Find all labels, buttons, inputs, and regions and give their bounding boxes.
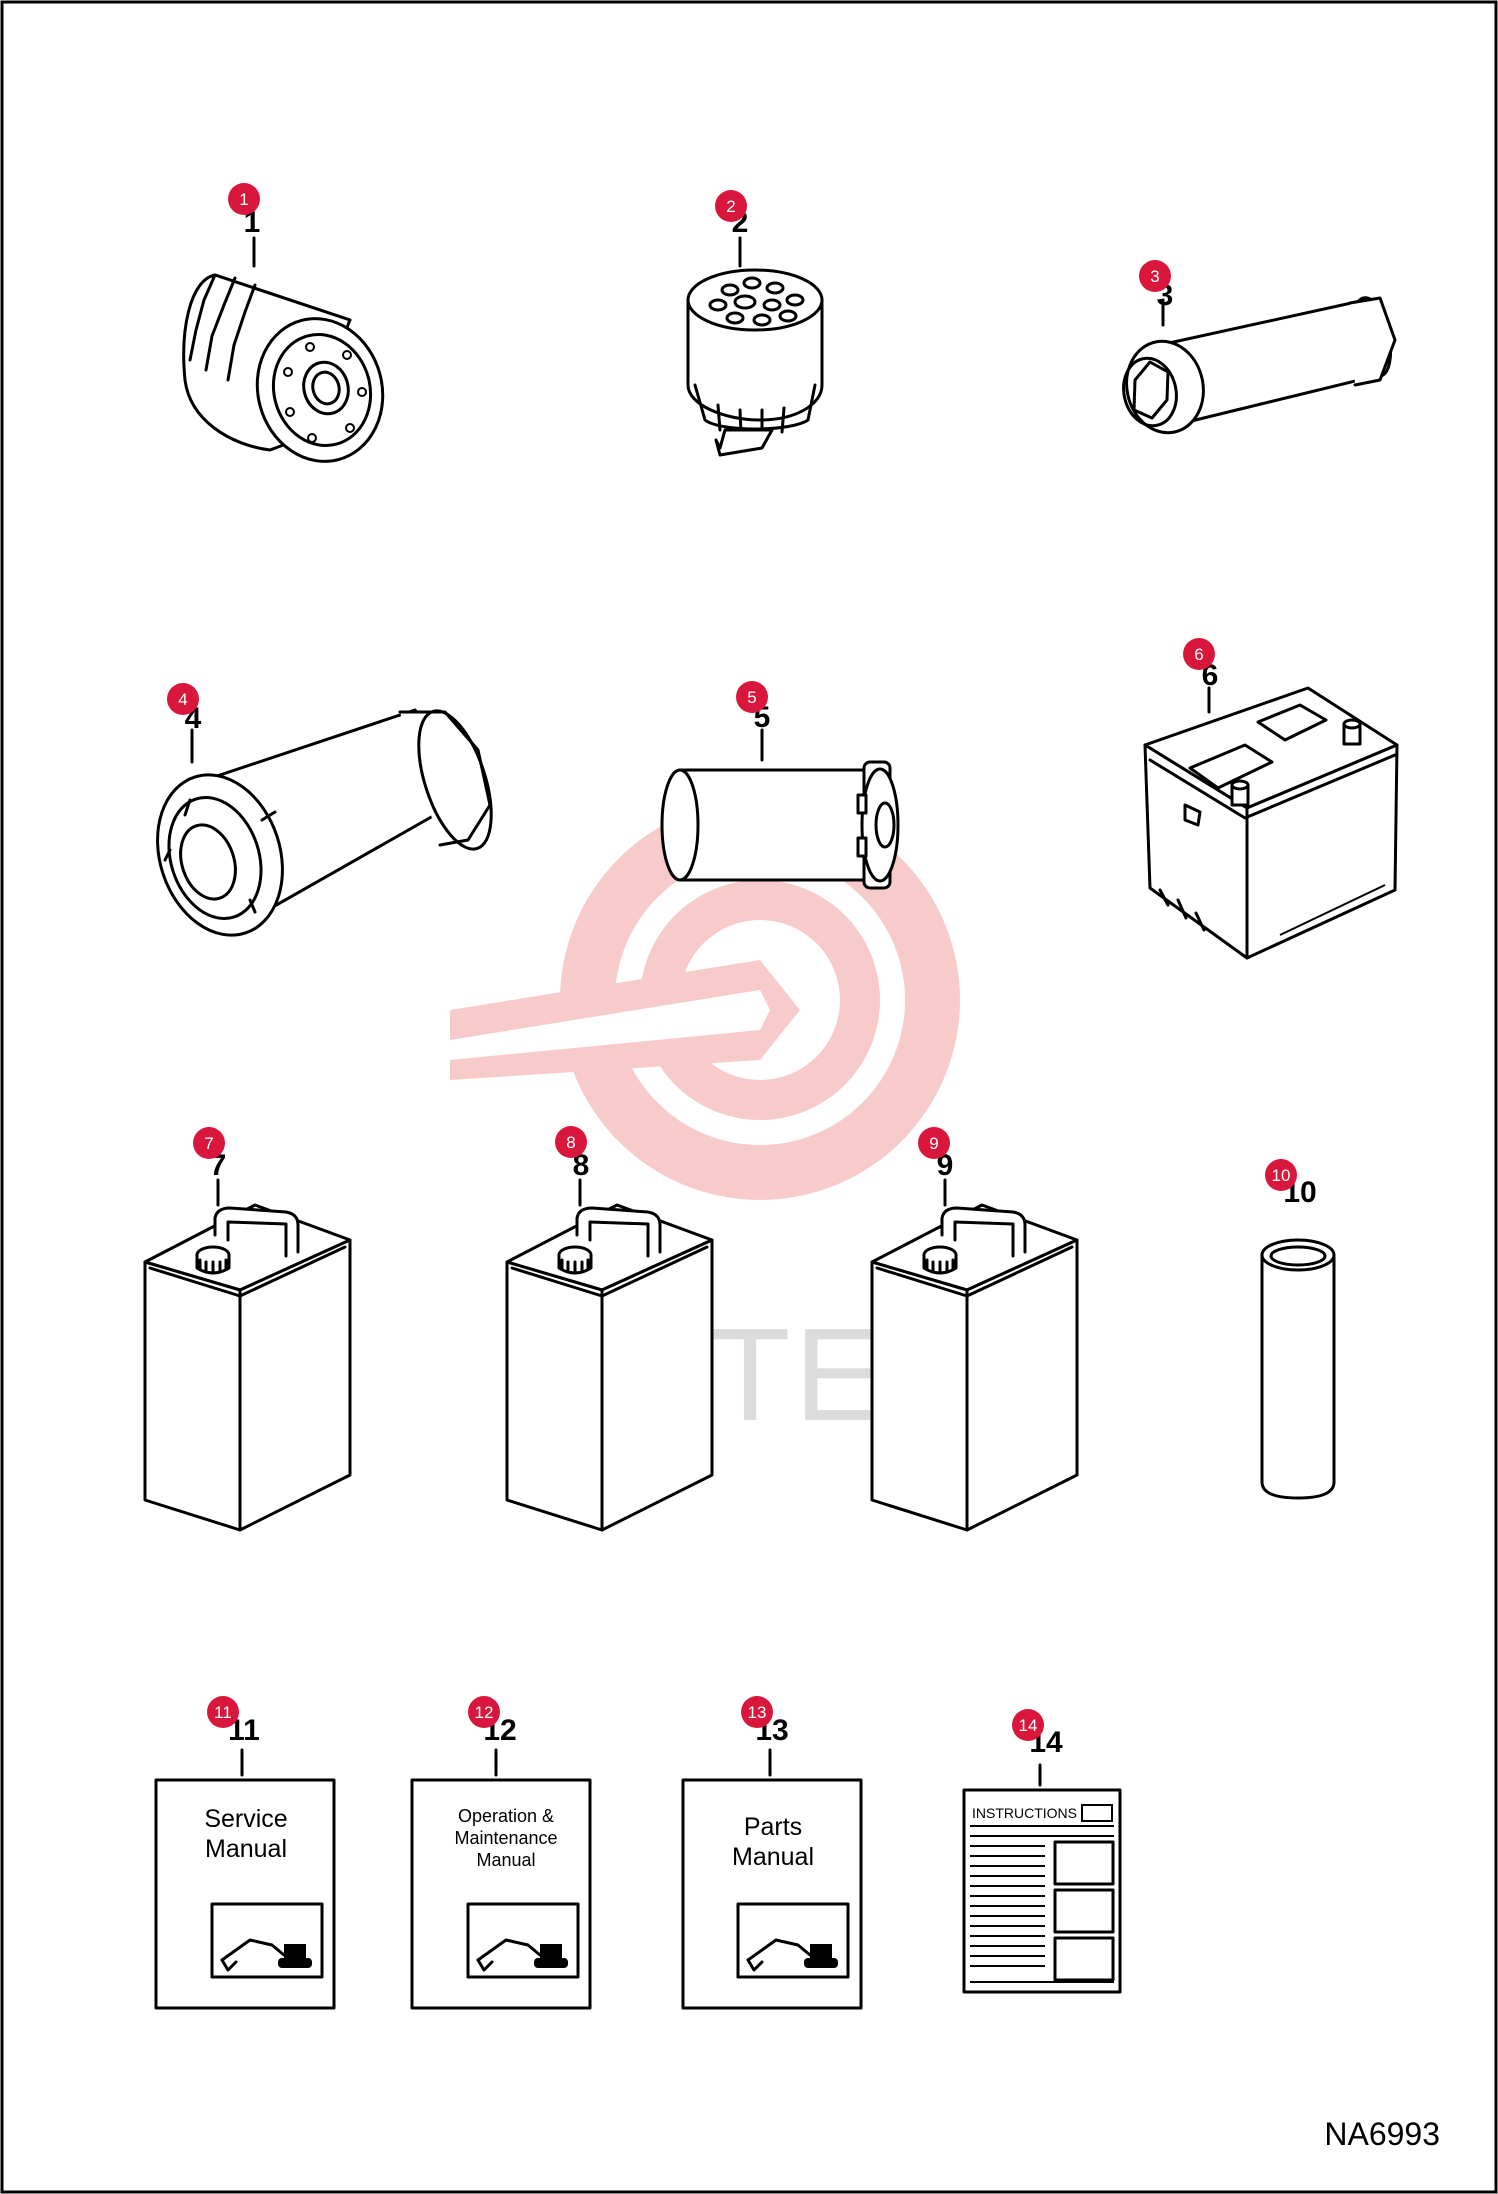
manual-12-line-1: Operation & [458,1806,554,1826]
manual-13-line-2: Manual [732,1843,814,1871]
hotspot-11[interactable]: 11 [207,1696,239,1728]
hotspot-10[interactable]: 10 [1265,1159,1297,1191]
part-14-instructions-sheet: INSTRUCTIONS [962,1763,1122,1994]
hotspot-4[interactable]: 4 [167,683,199,715]
part-9-can [870,1178,1079,1532]
hotspot-badges: 1 2 3 4 5 6 7 8 9 10 11 12 13 14 [167,183,1297,1741]
svg-text:14: 14 [1019,1716,1038,1735]
svg-text:1: 1 [239,190,248,209]
svg-text:13: 13 [748,1703,767,1722]
hotspot-1[interactable]: 1 [228,183,260,215]
part-13-parts-manual: Parts Manual [681,1748,863,2010]
hotspot-6[interactable]: 6 [1183,638,1215,670]
drawing-code: NA6993 [1324,2116,1440,2152]
excavator-icon [736,1902,850,1979]
hotspot-14[interactable]: 14 [1012,1709,1044,1741]
manual-12-line-3: Manual [476,1850,535,1870]
part-4-hydraulic-filter [156,708,493,937]
hotspot-12[interactable]: 12 [468,1696,500,1728]
part-3-cartridge [1122,296,1397,435]
manual-11-line-1: Service [204,1805,287,1833]
svg-text:4: 4 [178,690,187,709]
part-2-fuel-filter [686,236,824,457]
svg-text:10: 10 [1272,1166,1291,1185]
svg-text:3: 3 [1150,267,1159,286]
svg-text:2: 2 [726,197,735,216]
excavator-icon [210,1902,324,1979]
part-7-can [143,1178,352,1532]
hotspot-3[interactable]: 3 [1139,260,1171,292]
part-11-service-manual: Service Manual [154,1748,336,2010]
manual-12-line-2: Maintenance [454,1828,557,1848]
svg-text:5: 5 [747,688,756,707]
svg-text:6: 6 [1194,645,1203,664]
callout-8: 8 [573,1149,590,1182]
watermark-logo [450,800,960,1200]
instructions-label: INSTRUCTIONS [972,1805,1077,1821]
hotspot-5[interactable]: 5 [736,681,768,713]
part-1-oil-filter [182,236,385,463]
svg-text:9: 9 [929,1134,938,1153]
svg-text:7: 7 [204,1134,213,1153]
svg-text:12: 12 [475,1703,494,1722]
part-6-battery [1143,686,1399,960]
part-12-operation-maintenance-manual: Operation & Maintenance Manual [410,1748,592,2010]
hotspot-9[interactable]: 9 [918,1127,950,1159]
manual-13-line-1: Parts [744,1813,802,1841]
hotspot-13[interactable]: 13 [741,1696,773,1728]
svg-text:8: 8 [566,1133,575,1152]
manual-11-line-2: Manual [205,1835,287,1863]
part-5-air-filter [660,728,900,890]
svg-text:11: 11 [214,1703,232,1722]
hotspot-2[interactable]: 2 [715,190,747,222]
part-10-grease-cartridge [1260,1238,1336,1500]
excavator-icon [466,1902,580,1979]
part-8-can [505,1178,714,1532]
hotspot-8[interactable]: 8 [555,1126,587,1158]
hotspot-7[interactable]: 7 [193,1127,225,1159]
